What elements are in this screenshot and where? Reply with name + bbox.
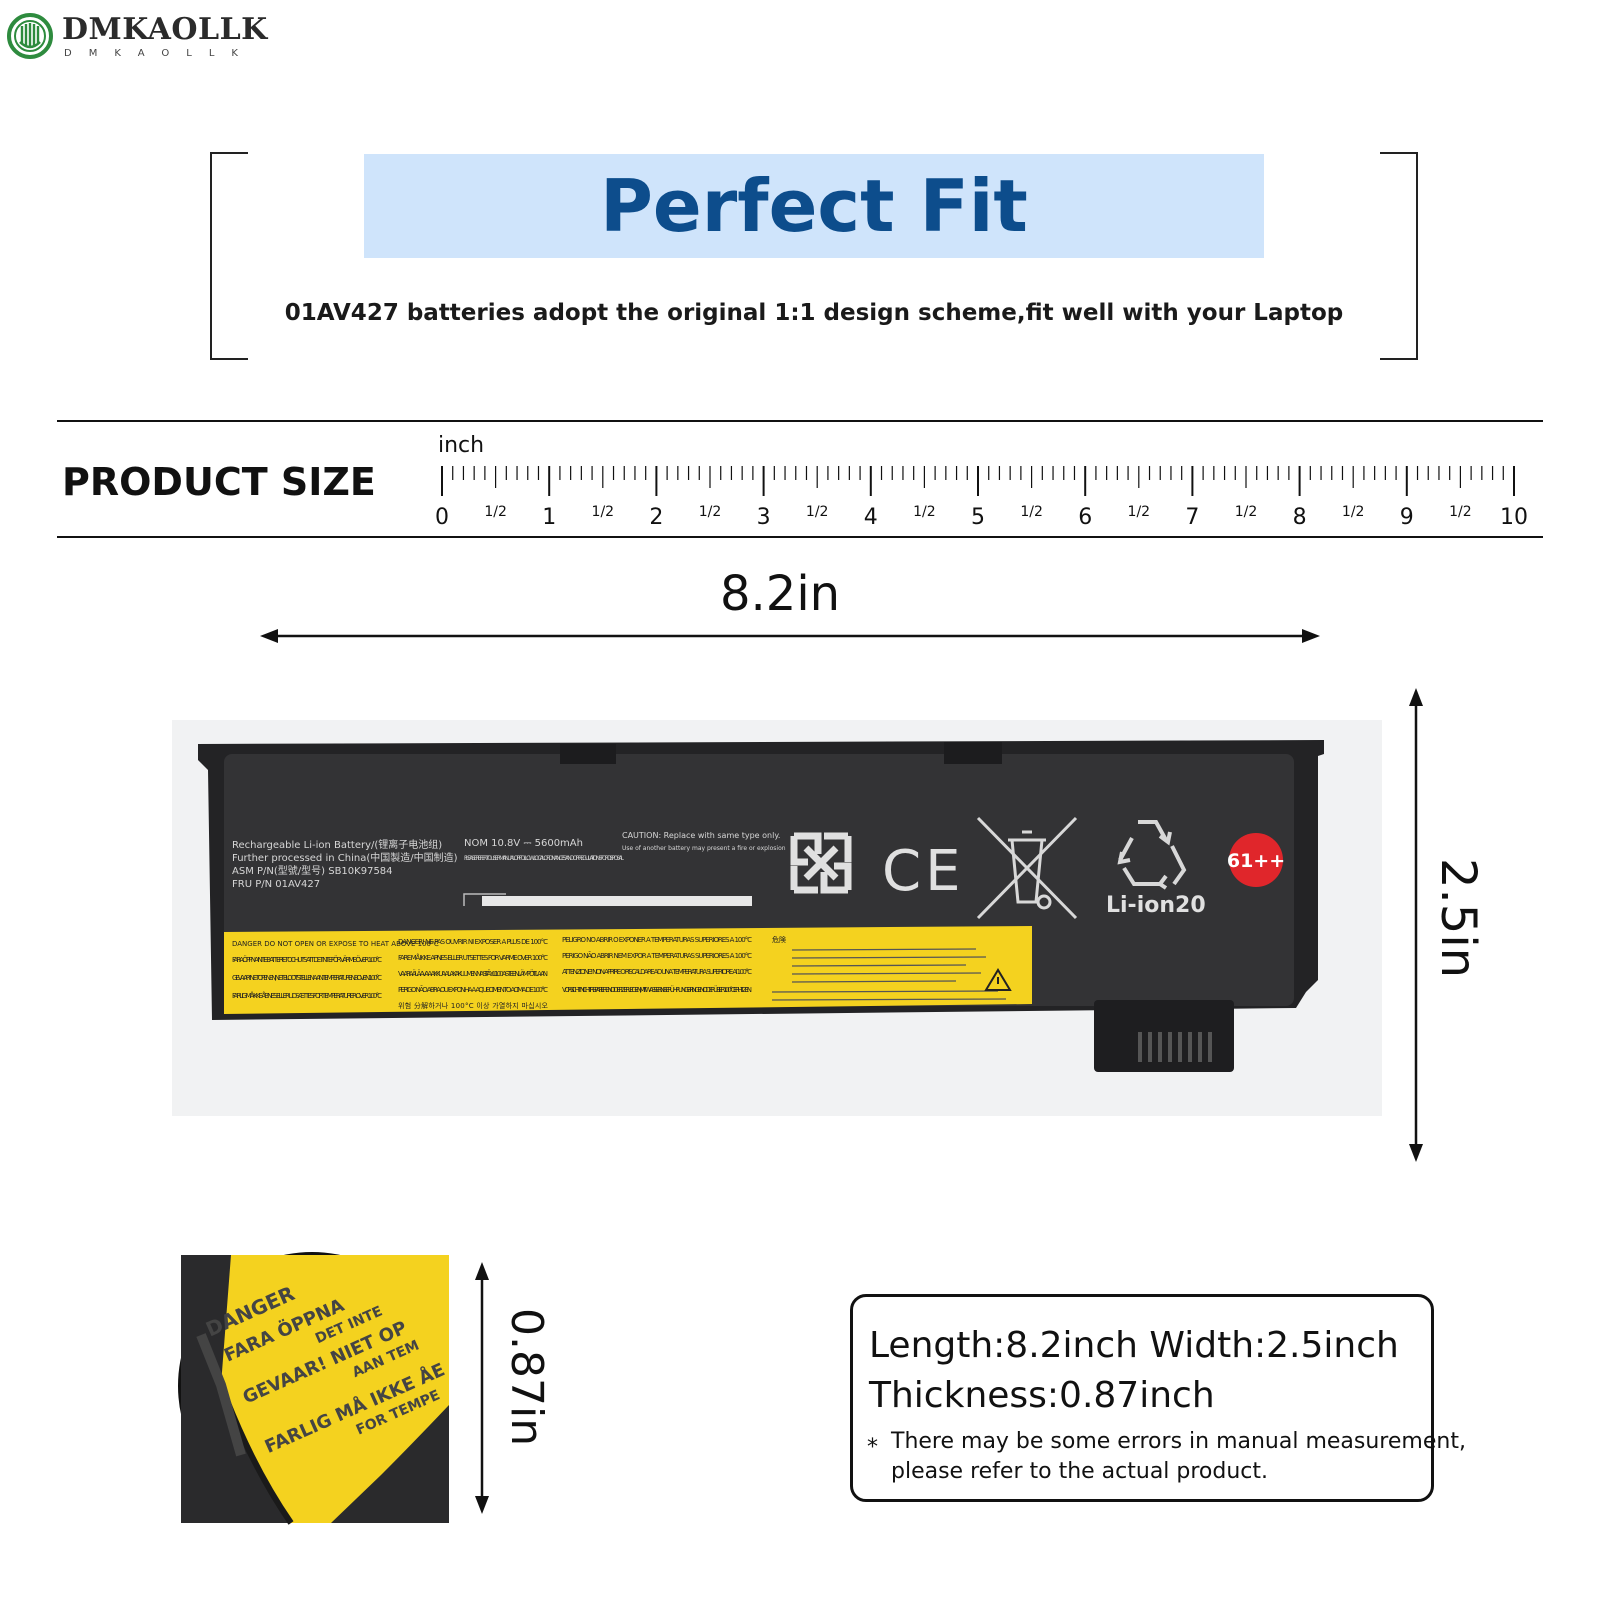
bracket-right <box>1380 152 1418 360</box>
ruler-number: 7 <box>1185 505 1199 530</box>
warning-line-jp: 危険 <box>772 935 786 944</box>
warning-line: FARLIG MÅ IKKE ÅBNES ELLER UDSÆTTES FOR … <box>232 991 382 1000</box>
spec-box: Length:8.2inch Width:2.5inch Thickness:0… <box>850 1294 1466 1502</box>
ruler-number: 3 <box>757 505 771 530</box>
brand-subtitle: DMKAOLLK <box>64 48 255 59</box>
spec-note-line: please refer to the actual product. <box>891 1459 1269 1484</box>
battery-image: Rechargeable Li-ion Battery/(锂离子电池组) Fur… <box>198 740 1324 1072</box>
hero-band <box>364 154 1264 258</box>
bracket-left <box>210 152 248 360</box>
cert-mark-icon <box>790 832 852 894</box>
ruler-number: 8 <box>1293 505 1307 530</box>
warning-line: FARE MÅ IKKE APNES ELLER UTSETTES FOR VA… <box>398 953 548 962</box>
width-label: 2.5in <box>1430 858 1486 979</box>
warning-line: PELIGRO NO ABRIR O EXPONER A TEMPERATURA… <box>562 936 752 944</box>
ruler-unit-label: inch <box>438 433 484 458</box>
zoom-detail-circle: DANGER FARA ÖPPNA DET INTE GEVAAR! NIET … <box>178 1252 449 1525</box>
ruler-number: 6 <box>1078 505 1092 530</box>
ruler-number: 1 <box>542 505 556 530</box>
warning-line: DANGER! NE PAS OUVRIR NI EXPOSER A PLUS … <box>398 938 548 946</box>
ruler-half-label: 1/2 <box>484 504 507 520</box>
ruler-half-label: 1/2 <box>1342 504 1365 520</box>
hero-title: Perfect Fit <box>600 164 1028 248</box>
inch-ruler: inch 0 1/2 1 1/2 2 1/2 3 1/2 4 1/2 5 1/2 6 1/2 7 1/2 8 1/… <box>435 433 1528 530</box>
ruler-number: 10 <box>1500 505 1528 530</box>
caution-note: Use of another battery may present a fir… <box>622 845 786 852</box>
length-label: 8.2in <box>720 566 841 622</box>
ruler-half-label: 1/2 <box>1020 504 1043 520</box>
jp-warning-block <box>771 948 1007 1001</box>
brand-name: DMKAOLLK <box>62 12 268 47</box>
spec-thickness: Thickness:0.87inch <box>869 1375 1215 1416</box>
ruler-number: 2 <box>649 505 663 530</box>
caution-text: CAUTION: Replace with same type only. <box>622 831 780 840</box>
spec-note-line: There may be some errors in manual measu… <box>891 1429 1466 1454</box>
product-size-label: PRODUCT SIZE <box>62 460 376 504</box>
rating-badge <box>1229 833 1283 887</box>
size-rule-bottom <box>57 536 1543 538</box>
recycle-icon <box>1117 820 1187 890</box>
ruler-half-label: 1/2 <box>1235 504 1258 520</box>
rating-badge-text: 61++ <box>1227 850 1285 872</box>
warning-line: GEVAAR! NIET OPENEN, NIET BLOOTSTELLEN A… <box>232 974 382 982</box>
ruler-ticks <box>441 466 1515 496</box>
warning-triangle-icon <box>984 968 1012 991</box>
wheat-logo-icon <box>7 13 53 59</box>
ruler-number: 5 <box>971 505 985 530</box>
size-rule-top <box>57 420 1543 422</box>
label-line: Rechargeable Li-ion Battery/(锂离子电池组) <box>232 838 442 851</box>
thickness-arrow <box>475 1262 489 1514</box>
length-arrow <box>260 629 1320 643</box>
ruler-half-label: 1/2 <box>806 504 829 520</box>
ruler-number: 0 <box>435 505 449 530</box>
ruler-number: 4 <box>864 505 878 530</box>
hero-subtitle: 01AV427 batteries adopt the original 1:1… <box>284 300 1344 326</box>
warning-line: PERIGO NÃO ABRIR NEM EXPOR A TEMPERATURA… <box>562 951 752 960</box>
ruler-numbers: 0 1/2 1 1/2 2 1/2 3 1/2 4 1/2 5 1/2 6 1/2 7 1/2 8 1/2 9 1/2… <box>435 504 1528 530</box>
ruler-half-label: 1/2 <box>699 504 722 520</box>
warning-line: VORSICHT! NICHT REPARIEREN ODER ZERLEGEN… <box>562 985 752 994</box>
warning-line: VAARA ÄLÄ AVAA AKKUA ALAKA KUUMENNA SITÄ… <box>398 969 548 978</box>
weee-bin-icon <box>976 816 1078 920</box>
ce-mark-icon: CE <box>882 839 964 904</box>
ruler-number: 9 <box>1400 505 1414 530</box>
warning-line: 위험 分解하거나 100°C 이상 가열하지 마십시오 <box>398 1001 549 1010</box>
warning-line: ATTENZIONE! NON APRIRE O RISCALDARE AD U… <box>562 968 752 976</box>
label-line: ASM P/N(型號/型号) SB10K97584 <box>232 864 393 877</box>
brand-logo: DMKAOLLK DMKAOLLK <box>6 10 267 66</box>
nom-rating: NOM 10.8V ⎓ 5600mAh <box>464 838 583 849</box>
ruler-half-label: 1/2 <box>1128 504 1151 520</box>
label-line: FRU P/N 01AV427 <box>232 879 320 890</box>
warning-line: FARA ÖPPNA INTE BATTERIET OCH UTSATT DET… <box>232 955 382 964</box>
connector-pins <box>1138 1032 1212 1062</box>
width-arrow <box>1409 688 1423 1162</box>
ruler-half-label: 1/2 <box>592 504 615 520</box>
ruler-half-label: 1/2 <box>913 504 936 520</box>
warning-line: PERIGO NÃO ABRA OU EXPONHA A AQUECIMENTO… <box>398 985 548 994</box>
thickness-label: 0.87in <box>501 1308 552 1447</box>
note-asterisk: * <box>867 1435 878 1460</box>
ruler-half-label: 1/2 <box>1449 504 1472 520</box>
spec-length-width: Length:8.2inch Width:2.5inch <box>869 1325 1399 1366</box>
label-line: Further processed in China(中国製造/中国制造) <box>232 851 458 864</box>
nom-note: PLEASE REFER TO USER MANUAL OR FOLLOW LO… <box>464 855 625 862</box>
zoom-detail-image: DANGER FARA ÖPPNA DET INTE GEVAAR! NIET … <box>181 1255 449 1525</box>
li-ion-label: Li-ion20 <box>1106 893 1206 918</box>
warning-line: DANGER DO NOT OPEN OR EXPOSE TO HEAT ABO… <box>232 940 439 948</box>
